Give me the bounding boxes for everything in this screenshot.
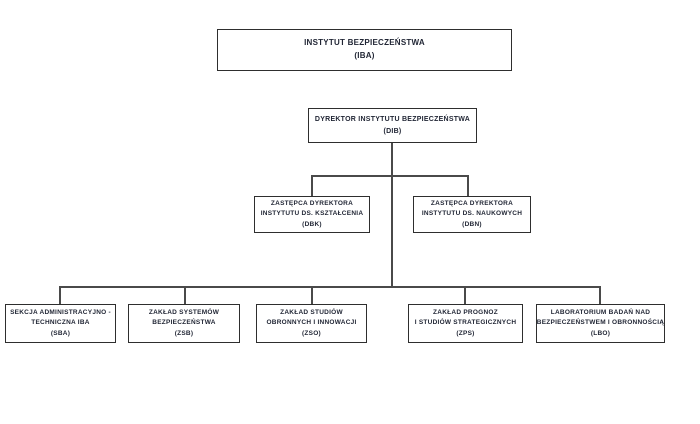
org-node-dib: DYREKTOR INSTYTUTU BEZPIECZEŃSTWA (DIB)	[308, 108, 477, 143]
org-node-zsb: ZAKŁAD SYSTEMÓW BEZPIECZEŃSTWA (ZSB)	[128, 304, 240, 343]
org-node-title: INSTYTUT BEZPIECZEŃSTWA	[304, 38, 425, 48]
org-node-zso: ZAKŁAD STUDIÓW OBRONNYCH I INNOWACJI (ZS…	[256, 304, 367, 343]
org-node-acronym: (ZSO)	[302, 329, 321, 337]
org-node-subtitle: INSTYTUTU DS. NAUKOWYCH	[421, 210, 523, 218]
org-node-lbo: LABORATORIUM BADAŃ NAD BEZPIECZEŃSTWEM I…	[536, 304, 665, 343]
org-node-dbk: ZASTĘPCA DYREKTORA INSTYTUTU DS. KSZTAŁC…	[254, 196, 370, 233]
connector-level4-horizontal	[59, 286, 600, 288]
org-node-acronym: (DBK)	[302, 220, 322, 228]
org-node-acronym: (ZSB)	[174, 329, 194, 337]
connector-stub-sba	[59, 286, 61, 304]
org-node-dbn: ZASTĘPCA DYREKTORA INSTYTUTU DS. NAUKOWY…	[413, 196, 531, 233]
org-node-subtitle: I STUDIÓW STRATEGICZNYCH	[414, 319, 517, 327]
connector-stub-lbo	[599, 286, 601, 304]
org-node-acronym: (IBA)	[354, 51, 375, 60]
connector-stub-dbn	[467, 175, 469, 196]
connector-dib-trunk	[391, 143, 393, 288]
org-node-title: ZASTĘPCA DYREKTORA	[430, 199, 514, 207]
org-node-title: ZAKŁAD STUDIÓW	[280, 308, 343, 316]
org-node-zps: ZAKŁAD PROGNOZ I STUDIÓW STRATEGICZNYCH …	[408, 304, 523, 343]
org-node-sba: SEKCJA ADMINISTRACYJNO - TECHNICZNA IBA …	[5, 304, 116, 343]
org-node-acronym: (ZPS)	[456, 329, 475, 337]
org-node-subtitle: INSTYTUTU DS. KSZTAŁCENIA	[260, 210, 364, 218]
org-node-acronym: (DIB)	[383, 127, 402, 135]
org-node-acronym: (DBN)	[462, 220, 482, 228]
org-node-subtitle: TECHNICZNA IBA	[31, 319, 90, 327]
org-node-acronym: (LBO)	[590, 329, 611, 337]
org-node-title: ZASTĘPCA DYREKTORA	[270, 199, 354, 207]
connector-stub-dbk	[311, 175, 313, 196]
connector-stub-zsb	[184, 286, 186, 304]
org-node-title: ZAKŁAD SYSTEMÓW	[148, 308, 220, 316]
org-node-subtitle: BEZPIECZEŃSTWA	[152, 319, 216, 327]
connector-level3-horizontal	[311, 175, 469, 177]
org-node-subtitle: BEZPIECZEŃSTWEM I OBRONNOŚCIĄ	[536, 319, 665, 327]
connector-stub-zps	[464, 286, 466, 304]
connector-stub-zso	[311, 286, 313, 304]
org-node-title: ZAKŁAD PROGNOZ	[433, 308, 498, 316]
org-node-title: SEKCJA ADMINISTRACYJNO -	[10, 308, 111, 316]
org-node-title: DYREKTOR INSTYTUTU BEZPIECZEŃSTWA	[314, 116, 471, 124]
org-node-subtitle: OBRONNYCH I INNOWACJI	[266, 319, 357, 327]
org-node-iba: INSTYTUT BEZPIECZEŃSTWA (IBA)	[217, 29, 512, 71]
org-node-title: LABORATORIUM BADAŃ NAD	[550, 308, 651, 316]
org-node-acronym: (SBA)	[50, 329, 71, 337]
